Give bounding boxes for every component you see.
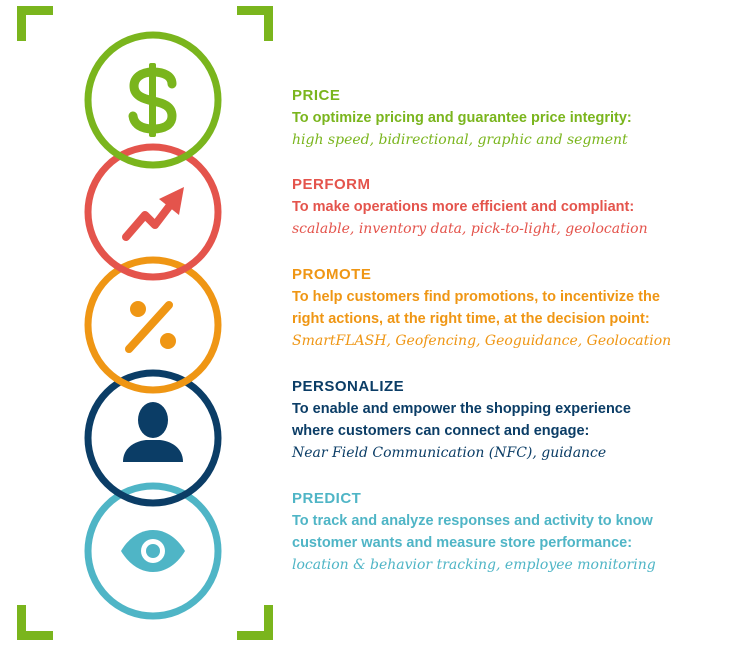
personalize-description-line-1: To enable and empower the shopping exper…	[292, 401, 631, 417]
corner-brackets	[17, 6, 273, 640]
promote-description-line-1: To help customers find promotions, to in…	[292, 289, 660, 305]
percent-icon	[125, 301, 176, 353]
personalize-detail: Near Field Communication (NFC), guidance	[292, 445, 607, 461]
price-block: PRICE To optimize pricing and guarantee …	[292, 85, 722, 151]
price-detail: high speed, bidirectional, graphic and s…	[292, 132, 628, 148]
corner-top-left	[17, 6, 53, 41]
eye-icon	[121, 530, 185, 572]
personalize-block: PERSONALIZE To enable and empower the sh…	[292, 376, 722, 464]
price-heading: PRICE	[292, 87, 341, 104]
price-circle	[84, 31, 222, 169]
predict-description-line-2: customer wants and measure store perform…	[292, 535, 633, 551]
corner-top-right	[237, 6, 273, 41]
predict-circle	[84, 482, 222, 620]
perform-circle	[84, 143, 222, 281]
promote-circle	[84, 256, 222, 394]
perform-description: To make operations more efficient and co…	[292, 199, 635, 215]
personalize-heading: PERSONALIZE	[292, 378, 405, 395]
price-description: To optimize pricing and guarantee price …	[292, 110, 632, 126]
predict-detail: location & behavior tracking, employee m…	[292, 557, 656, 573]
perform-detail: scalable, inventory data, pick-to-light,…	[292, 221, 648, 237]
dollar-icon	[128, 63, 177, 137]
promote-heading: PROMOTE	[292, 266, 372, 283]
corner-bottom-left	[17, 605, 53, 640]
promote-block: PROMOTE To help customers find promotion…	[292, 264, 722, 352]
personalize-circle	[84, 369, 222, 507]
perform-block: PERFORM To make operations more efficien…	[292, 174, 722, 240]
promote-detail: SmartFLASH, Geofencing, Geoguidance, Geo…	[292, 333, 672, 349]
predict-heading: PREDICT	[292, 490, 362, 507]
corner-bottom-right	[237, 605, 273, 640]
predict-description-line-1: To track and analyze responses and activ…	[292, 513, 653, 529]
person-icon	[123, 402, 183, 462]
trend-arrow-icon	[122, 187, 184, 241]
personalize-description-line-2: where customers can connect and engage:	[292, 423, 590, 439]
perform-heading: PERFORM	[292, 176, 371, 193]
predict-block: PREDICT To track and analyze responses a…	[292, 488, 722, 576]
promote-description-line-2: right actions, at the right time, at the…	[292, 311, 650, 327]
